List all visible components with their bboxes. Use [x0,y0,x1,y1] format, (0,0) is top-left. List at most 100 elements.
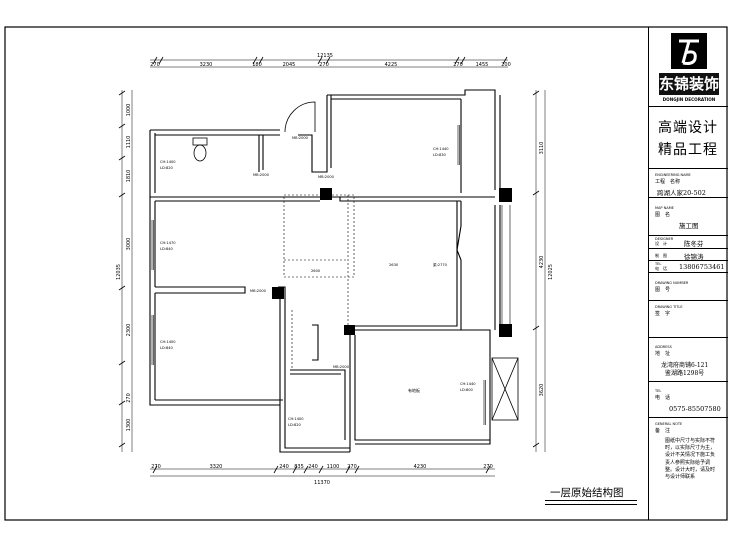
room-r2-ld: LD:830 [433,153,447,157]
dim-left-2: 1110 [126,136,132,149]
dim-left-4: 3000 [126,238,132,251]
room-r6-ch: CH:1400 [288,417,304,421]
dim-bottom-2: 3320 [210,464,223,470]
beam-label: 梁:2770 [433,262,448,267]
dim-bottom-3: 240 [279,464,289,470]
drawing-number-label: 图 号 [655,287,671,293]
address-label: 地 址 [655,351,671,357]
tel-value: 0575-85507580 [669,405,721,413]
figure-label-en: MAP NAME [655,206,674,210]
mb-label-4: MB:2000 [250,289,267,293]
phone-value: 13806753461 [679,263,725,271]
dim-top-4: 2045 [283,62,296,68]
drawing-number-label-en: DRAWING NUMBER [655,281,689,285]
dim-left-3: 1810 [126,170,132,183]
drafter-cell: 制 图 徐锦涛 [649,249,728,261]
dim-right-1: 3110 [539,142,545,155]
company-logo-icon: 东锦装饰 DONGJIN DECORATION [659,33,719,102]
dim-top-total: 12135 [317,53,333,59]
dim-top-6: 4225 [385,62,398,68]
dim-right-2: 4230 [539,256,545,269]
designer-label: 设 计 [655,241,667,246]
drafter-value: 徐锦涛 [684,253,704,261]
dim-bottom-6: 1100 [327,464,340,470]
room-r4-ch: CH:1400 [160,340,176,344]
figure-label: 图 名 [655,212,671,218]
remark-label-en: GENERAL NOTE [655,422,683,426]
signature-label-en: DRAWING TITLE [655,305,683,309]
mb-label-2: MB:2000 [253,173,270,177]
address-label-en: ADDRESS [655,345,672,349]
address-line-1: 龙湾府商铺6-121 [661,362,709,369]
dim-top-2: 3230 [200,62,213,68]
toilet-fixture [192,137,208,162]
dim-bottom-5: 240 [308,464,318,470]
tel-cell: TEL 电 话 0575-85507580 [649,382,728,418]
dim-top-7: 270 [453,62,463,68]
door-swing [284,101,316,133]
dim-bottom-1: 270 [151,464,161,470]
dim-bottom-9: 270 [483,464,493,470]
dim-bottom-4: 835 [294,464,304,470]
address-line-2: 鉴湖路1298号 [665,370,705,377]
dim-right-total: 12025 [548,264,554,280]
dim-top-1: 270 [150,62,160,68]
project-label-en: ENGINEERING NAME [655,173,691,177]
title-block: 东锦装饰 DONGJIN DECORATION 高端设计 精品工程 ENGINE… [648,27,728,520]
window-strips [151,125,511,425]
project-cell: ENGINEERING NAME 工程 名称 跨湖人家20-502 [649,169,728,198]
phone-label: 电 话 [655,266,667,271]
dim-right-col: 3110 4230 3620 [539,142,545,397]
dim-right-3: 3620 [539,384,545,397]
mb-label-1: MB:2000 [292,136,309,140]
remark-cell: GENERAL NOTE 备 注 图纸中尺寸与实际不符时，以实际尺寸为主，设计不… [649,418,728,520]
dim-left-1: 1000 [126,104,132,117]
remark-text: 图纸中尺寸与实际不符时，以实际尺寸为主，设计不关情况下施工负责人参照实际给予调整… [665,438,716,481]
figure-name-cell: MAP NAME 图 名 施工图 [649,198,728,236]
tel-label-en: TEL [655,389,662,393]
room-r3-ch: CH:1470 [160,241,176,245]
drawing-number-cell: DRAWING NUMBER 图 号 [649,273,728,301]
mb-label-5: MB:2000 [333,365,350,369]
remark-label: 备 注 [655,428,671,434]
designer-value: 陈冬芬 [684,240,704,248]
figure-value: 施工图 [679,222,699,230]
title-underline [545,500,637,505]
phone-label-en: TEL [655,262,662,266]
room-r1-ch: CH:1400 [160,160,176,164]
signature-cell: DRAWING TITLE 签 字 [649,301,728,338]
dimension-ticks [118,56,540,474]
dim-bottom-row: 270 3320 240 835 240 1100 270 4230 270 [151,464,493,470]
room-r5-ch: CH:1440 [460,382,476,386]
address-cell: ADDRESS 地 址 龙湾府商铺6-121 鉴湖路1298号 [649,338,728,382]
dim-top-9: 200 [501,62,511,68]
designer-label-en: DESIGNER [655,237,674,241]
project-label: 工程 名称 [655,179,681,185]
dim-left-7: 1300 [126,419,132,432]
phone-cell: TEL 电 话 13806753461 [649,261,728,273]
dim-left-total: 12035 [116,264,122,280]
room-r3-ld: LD:840 [160,247,174,251]
floor-label: 有地板 [408,387,420,393]
room-r6-ld: LD:820 [288,423,302,427]
level-label-1: 2630 [389,263,399,267]
room-r1-ld: LD:820 [160,166,174,170]
dim-left-col: 1000 1110 1810 3000 2300 270 1300 [126,104,132,432]
dim-top-8: 1455 [476,62,489,68]
drawing-border [4,26,728,521]
slogan-cell: 高端设计 精品工程 [649,107,728,169]
room-r5-ld: LD:800 [460,388,474,392]
dimension-lines [121,59,546,477]
level-label-2: 2600 [311,269,321,273]
dim-bottom-total: 11370 [314,480,330,486]
signature-label: 签 字 [655,311,671,317]
designer-cell: DESIGNER 设 计 陈冬芬 [649,236,728,249]
svg-text:东锦装饰: 东锦装饰 [659,75,719,93]
tel-label: 电 话 [655,395,671,401]
dim-bottom-8: 4230 [414,464,427,470]
svg-text:DONGJIN DECORATION: DONGJIN DECORATION [663,97,716,102]
balcony-box [491,357,519,421]
drawing-title: 一层原始结构图 [550,487,624,499]
dim-top-5: 270 [319,62,329,68]
